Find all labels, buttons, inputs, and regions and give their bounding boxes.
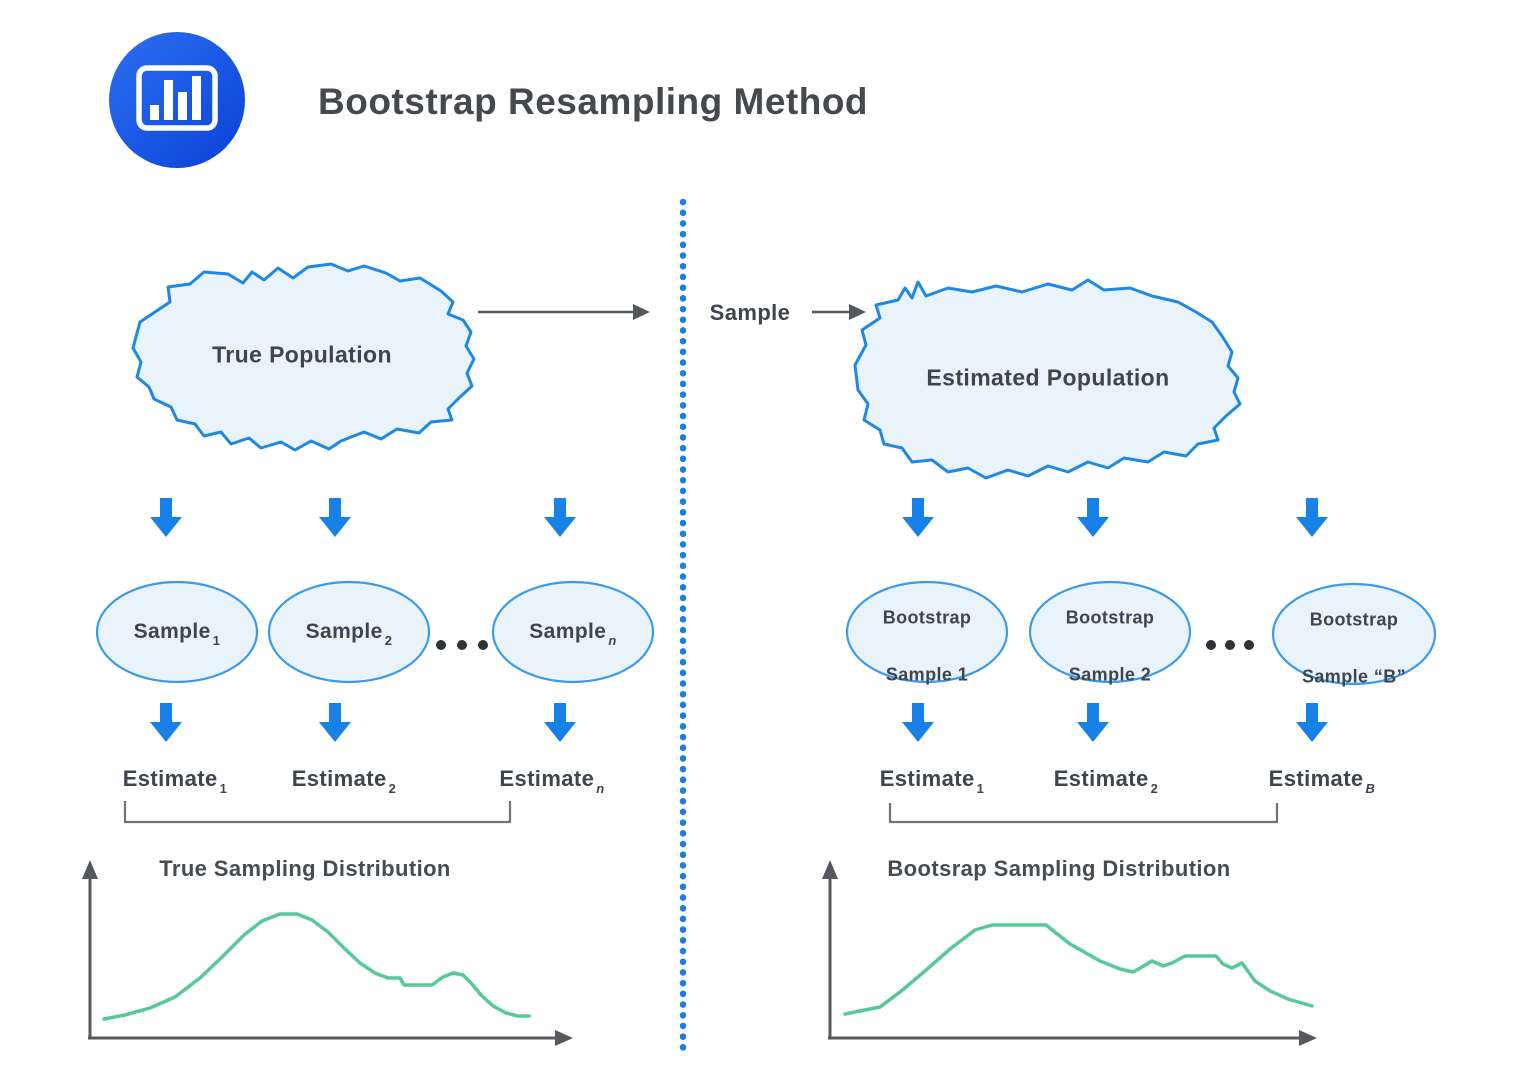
down-arrow-icon [902, 498, 934, 537]
bootstrap-sample-2-label: Bootstrap Sample 2 [1065, 607, 1155, 685]
down-arrow-icon [319, 498, 351, 537]
bootstrap-sampling-distribution-title: Bootsrap Sampling Distribution [887, 856, 1231, 881]
estimated-population-blob [853, 278, 1242, 480]
right-gather-bracket [888, 803, 1279, 824]
estimated-population-label: Estimated Population [926, 364, 1170, 391]
down-arrow-icon [544, 498, 576, 537]
down-arrow-icon [1077, 703, 1109, 742]
sample-connector-label: Sample [709, 300, 791, 325]
true-population-label: True Population [212, 341, 392, 368]
bootstrap-sample-b-label: Bootstrap Sample “B” [1301, 609, 1407, 687]
bootstrap-sample-2-ellipse [1028, 580, 1192, 684]
ellipsis-dots [436, 640, 1254, 650]
true-sampling-distribution-curve [102, 912, 531, 1021]
sample-n-ellipse [491, 580, 655, 684]
bootstrap-sample-b-ellipse [1271, 582, 1437, 686]
down-arrow-icons [150, 498, 1328, 742]
left-chart-axes [82, 860, 573, 1046]
true-population-blob [131, 262, 476, 452]
down-arrow-icon [544, 703, 576, 742]
down-arrow-icon [1296, 703, 1328, 742]
bootstrap-sampling-distribution-curve [843, 923, 1314, 1016]
bar-chart-icon [109, 32, 245, 168]
down-arrow-icon [1296, 498, 1328, 537]
down-arrow-icon [150, 498, 182, 537]
right-chart-axes [822, 860, 1317, 1046]
down-arrow-icon [319, 703, 351, 742]
down-arrow-icon [902, 703, 934, 742]
sample-2-ellipse [267, 580, 431, 684]
bootstrap-sample-1-label: Bootstrap Sample 1 [882, 607, 972, 685]
right-arrow-icon [812, 304, 866, 320]
down-arrow-icon [1077, 498, 1109, 537]
true-sampling-distribution-title: True Sampling Distribution [159, 856, 451, 881]
page-title: Bootstrap Resampling Method [318, 81, 869, 122]
bootstrap-sample-1-ellipse [845, 580, 1009, 684]
left-gather-bracket [123, 801, 512, 824]
sample-1-ellipse [95, 580, 259, 684]
down-arrow-icon [150, 703, 182, 742]
right-arrow-icon [478, 304, 650, 320]
